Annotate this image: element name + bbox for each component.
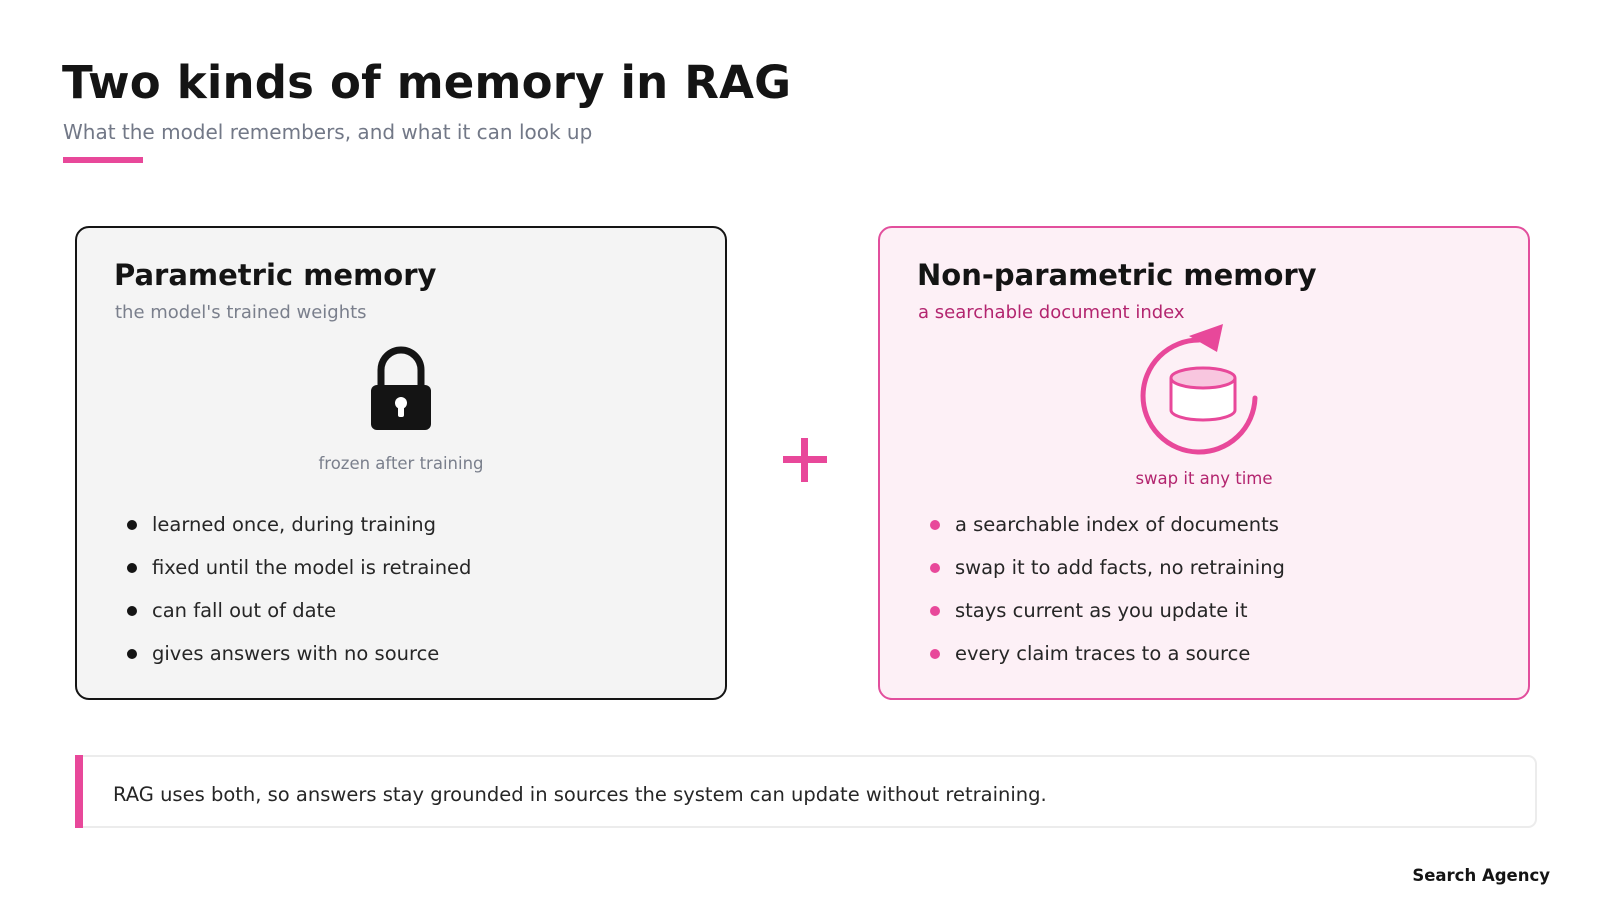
bullet-dot	[930, 563, 940, 573]
list-item: stays current as you update it	[930, 599, 1285, 642]
callout-text: RAG uses both, so answers stay grounded …	[113, 783, 1047, 806]
icon-caption: frozen after training	[318, 454, 484, 473]
page-subtitle: What the model remembers, and what it ca…	[63, 120, 593, 144]
bullet-dot	[127, 606, 137, 616]
list-item: every claim traces to a source	[930, 642, 1285, 685]
summary-callout: RAG uses both, so answers stay grounded …	[75, 755, 1537, 828]
parametric-memory-card: Parametric memory the model's trained we…	[75, 226, 727, 700]
bullet-dot	[127, 563, 137, 573]
bullet-dot	[930, 606, 940, 616]
list-item: a searchable index of documents	[930, 513, 1285, 556]
callout-accent-bar	[75, 755, 83, 828]
page-title: Two kinds of memory in RAG	[62, 56, 792, 109]
bullet-text: swap it to add facts, no retraining	[955, 556, 1285, 579]
list-item: can fall out of date	[127, 599, 471, 642]
bullet-text: can fall out of date	[152, 599, 337, 622]
database-refresh-icon	[1140, 324, 1258, 455]
bullet-dot	[930, 649, 940, 659]
lock-icon	[371, 346, 431, 430]
bullet-text: stays current as you update it	[955, 599, 1248, 622]
list-item: swap it to add facts, no retraining	[930, 556, 1285, 599]
bullet-text: learned once, during training	[152, 513, 437, 536]
bullet-text: fixed until the model is retrained	[152, 556, 472, 579]
list-item: gives answers with no source	[127, 642, 471, 685]
bullet-list: a searchable index of documents swap it …	[930, 513, 1285, 685]
bullet-dot	[127, 649, 137, 659]
brand-name: Search Agency	[1412, 866, 1550, 885]
bullet-list: learned once, during training fixed unti…	[127, 513, 471, 685]
card-title: Non-parametric memory	[917, 258, 1317, 292]
bullet-text: gives answers with no source	[152, 642, 440, 665]
card-subtitle: a searchable document index	[918, 302, 1185, 323]
bullet-text: a searchable index of documents	[955, 513, 1279, 536]
icon-caption: swap it any time	[1135, 469, 1273, 488]
card-subtitle: the model's trained weights	[115, 302, 367, 323]
card-title: Parametric memory	[114, 258, 437, 292]
non-parametric-memory-card: Non-parametric memory a searchable docum…	[878, 226, 1530, 700]
bullet-dot	[930, 520, 940, 530]
list-item: learned once, during training	[127, 513, 471, 556]
title-accent-rule	[63, 157, 143, 163]
bullet-text: every claim traces to a source	[955, 642, 1251, 665]
plus-icon	[783, 438, 827, 482]
list-item: fixed until the model is retrained	[127, 556, 471, 599]
bullet-dot	[127, 520, 137, 530]
